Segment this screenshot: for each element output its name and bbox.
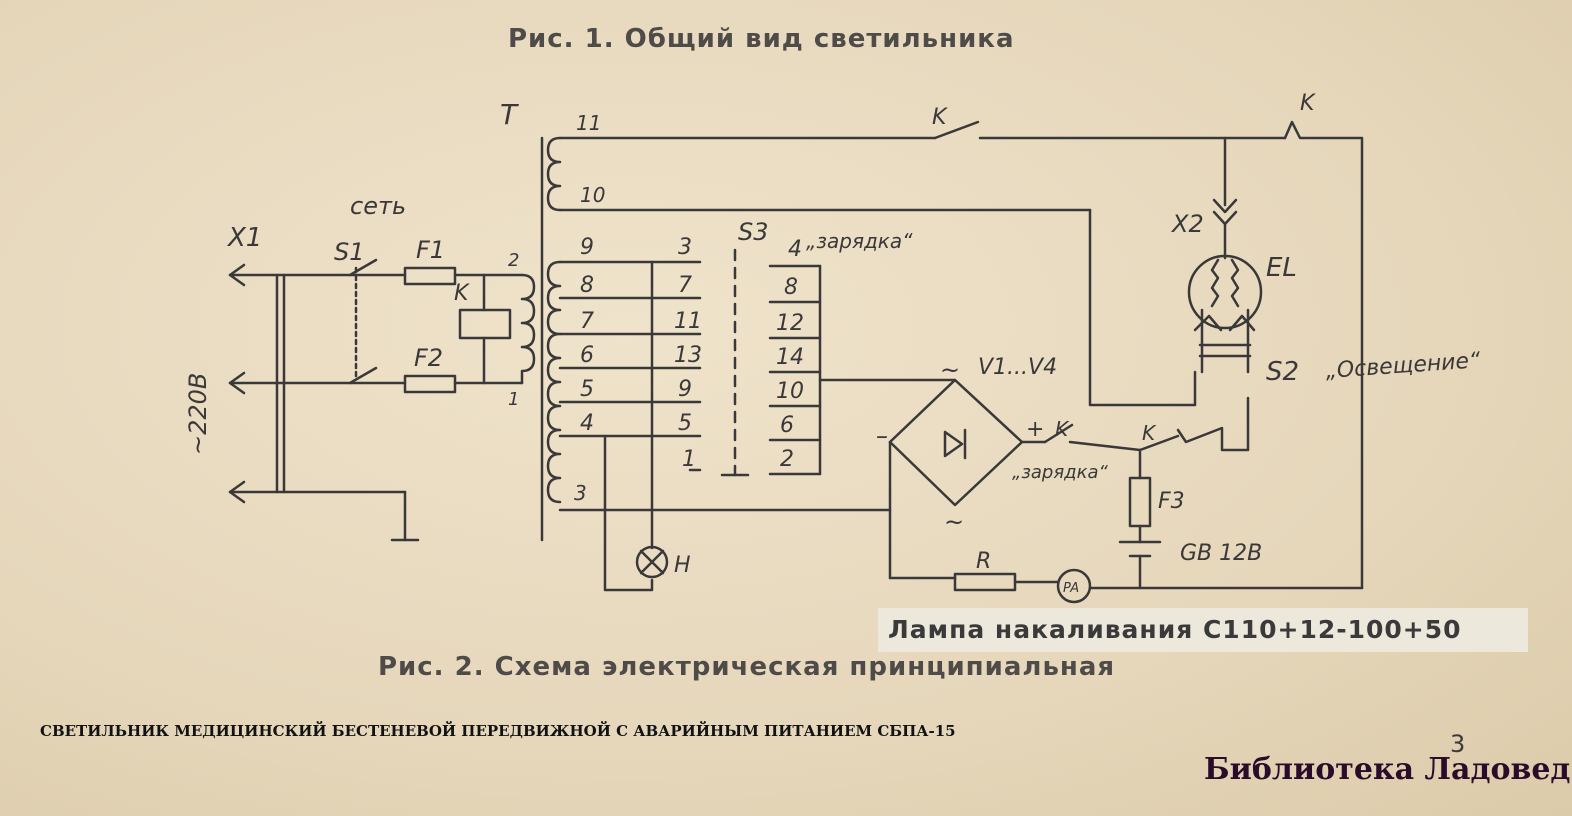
label-s3-left-1: 3: [678, 235, 692, 260]
transformer-secondary-taps: [546, 260, 892, 592]
label-s3-right-2: 8: [784, 275, 798, 300]
label-k-right: K: [1142, 421, 1157, 445]
library-watermark: Библиотека Ладовед: [1204, 752, 1571, 787]
fuse-f1: [403, 266, 524, 286]
label-tap-10: 10: [580, 183, 605, 207]
label-s3-right-1: 4: [788, 237, 802, 262]
ammeter-pa: [1056, 568, 1364, 604]
battery-branch: [1118, 396, 1250, 590]
label-minus: –: [876, 422, 888, 450]
transformer-primary: [520, 273, 536, 385]
resistor-r: [953, 572, 1060, 592]
label-transformer: T: [500, 98, 519, 131]
label-tap-6: 6: [580, 343, 594, 368]
label-s3-left-4: 13: [674, 343, 702, 368]
document-title: СВЕТИЛЬНИК МЕДИЦИНСКИЙ БЕСТЕНЕВОЙ ПЕРЕДВ…: [40, 722, 956, 740]
label-voltage: ~220В: [184, 373, 212, 455]
label-x2: X2: [1170, 210, 1204, 238]
label-tap-8: 8: [580, 273, 594, 298]
label-s3-right-3: 12: [776, 311, 804, 336]
label-plus: +: [1026, 417, 1044, 442]
label-ac-bottom: ~: [944, 508, 964, 536]
label-s3-left-3: 11: [674, 309, 702, 334]
label-s3-left-5: 9: [678, 377, 692, 402]
label-s3-right-7: 2: [780, 447, 794, 472]
switch-s3: [720, 248, 957, 477]
transformer-secondary-11-10: [546, 120, 1364, 590]
label-s3-left-7: 1: [682, 447, 696, 472]
bridge-rectifier: [888, 378, 1142, 580]
label-s2: S2: [1266, 357, 1299, 387]
label-tap-11: 11: [576, 111, 601, 135]
label-r: R: [976, 549, 991, 574]
fuse-f2: [403, 374, 524, 394]
label-charge-mode: „зарядка“: [806, 229, 913, 253]
label-h: H: [674, 553, 691, 578]
label-tap-4: 4: [580, 411, 594, 436]
figure-2-caption: Рис. 2. Схема электрическая принципиальн…: [378, 652, 1116, 682]
page-number: 3: [1450, 730, 1466, 758]
label-s3: S3: [738, 218, 769, 246]
label-gb: GB 12В: [1180, 541, 1262, 566]
switch-s1: [348, 258, 407, 385]
label-k-top-1: K: [932, 105, 948, 130]
label-tap-7: 7: [580, 309, 594, 334]
label-s3-right-4: 14: [776, 345, 804, 370]
label-s1: S1: [334, 238, 365, 266]
relay-k: [458, 273, 512, 385]
lamp-el: [1187, 254, 1263, 374]
label-k-relay: K: [454, 281, 470, 306]
indicator-lamp-h: [635, 545, 669, 579]
figure-1-caption: Рис. 1. Общий вид светильника: [508, 24, 1015, 54]
label-s3-left-2: 7: [678, 273, 692, 298]
lamp-spec-note: Лампа накаливания С110+12-100+50: [878, 608, 1528, 652]
label-mains: сеть: [350, 192, 406, 220]
label-bridge: V1...V4: [978, 355, 1057, 380]
label-s3-left-6: 5: [678, 411, 692, 436]
label-ac-top: ~: [940, 356, 960, 384]
label-f2: F2: [414, 344, 443, 372]
label-s3-right-5: 10: [776, 379, 804, 404]
mains-connector-x1: [228, 263, 420, 542]
label-f3: F3: [1158, 489, 1185, 514]
label-k-charge: K: [1055, 417, 1070, 441]
label-pa: PA: [1063, 581, 1079, 596]
label-tap-9: 9: [580, 235, 594, 260]
label-k-top-2: K: [1300, 91, 1316, 116]
label-pin-1: 1: [508, 389, 519, 410]
label-pin-2: 2: [508, 250, 519, 271]
label-x1: X1: [226, 223, 262, 253]
label-tap-5: 5: [580, 377, 594, 402]
label-f1: F1: [416, 236, 445, 264]
label-tap-3: 3: [574, 481, 587, 505]
label-s3-right-6: 6: [780, 413, 794, 438]
label-charge: „зарядка“: [1012, 462, 1109, 483]
label-lighting: „Освещение“: [1325, 348, 1482, 384]
label-el: EL: [1266, 253, 1297, 283]
connector-x2: [1212, 136, 1238, 260]
